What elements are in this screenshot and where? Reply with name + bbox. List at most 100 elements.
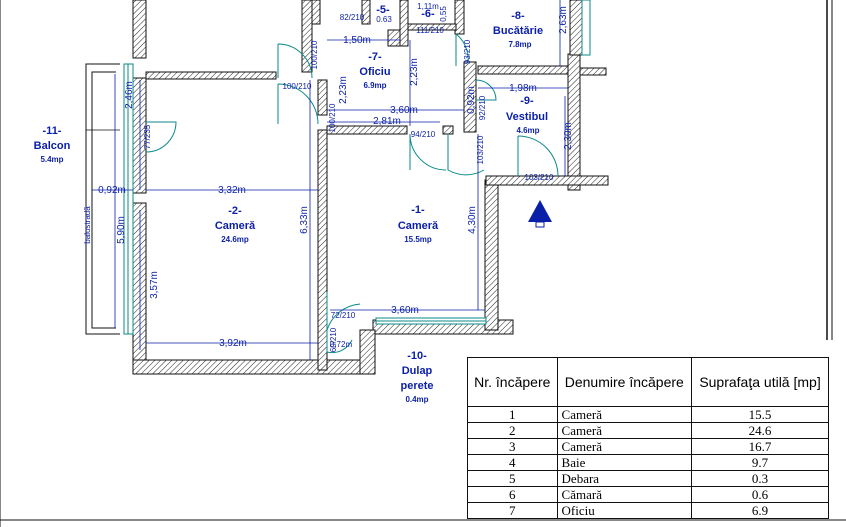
legend-name: Cameră [556,422,693,439]
dim-label: 2,23m [338,76,349,104]
room-11-area: 5.4mp [40,155,63,164]
room-10-name2: perete [400,380,433,392]
room-10-area: 0.4mp [405,395,428,404]
room-5-num: -5- [376,4,390,16]
dim-label: 2,63m [558,6,569,34]
dimension-labels: 1,50m 2,23m 2,23m 3,60m 2,81m 1,98m 2,30… [83,2,574,349]
room-10-name1: Dulap [402,365,433,377]
door-label: 92/210 [478,95,487,120]
room-11-name: Balcon [34,140,71,152]
door-label: 100/210 [310,40,319,69]
door-label: 93/210 [463,39,472,64]
dim-label: 2,81m [373,116,401,127]
dim-label: 0,72m [330,340,353,349]
legend-nr: 1 [467,406,558,423]
legend-area: 6.9 [691,502,829,519]
room-labels: -1- Cameră 15.5mp -2- Cameră 24.6mp -5- … [34,4,548,404]
legend-name: Baie [556,454,693,471]
legend-area: 0.6 [691,486,829,503]
door-label: 72/210 [331,311,356,320]
room-8-num: -8- [511,10,525,22]
legend-name: Debara [556,470,693,487]
windows [375,0,591,325]
dimension-lines [92,0,568,360]
legend-name: Oficiu [556,502,693,519]
room-2-num: -2- [228,205,242,217]
room-7-area: 6.9mp [363,81,386,90]
legend-area: 9.7 [691,454,829,471]
dim-label: 2,46m [124,81,135,109]
room-10-num: -10- [407,350,427,362]
room-legend-table: Nr. încăpere Denumire încăpere Suprafaţa… [467,357,829,519]
room-1-num: -1- [411,204,425,216]
door-label: 77/235 [143,124,152,149]
room-6-num: -6- [421,8,435,20]
room-2-name: Cameră [215,220,256,232]
legend-area: 15.5 [691,406,829,423]
legend-name: Cameră [556,406,693,423]
room-5-area: 0.63 [376,15,392,24]
dim-label: 2,23m [409,58,420,86]
room-7-num: -7- [368,51,382,63]
legend-nr: 3 [467,438,558,455]
room-8-name: Bucătărie [493,25,543,37]
dim-label: 0,92m [98,185,126,196]
doors [145,33,559,354]
room-9-name: Vestibul [506,111,548,123]
legend-header-area: Suprafaţa utilă [mp] [691,357,829,407]
door-label: 111/210 [416,26,444,35]
dim-label: 0,92m [466,86,477,114]
dim-label: 5,90m [116,216,127,244]
legend-name: Cămară [556,486,693,503]
door-label: 103/210 [525,173,554,182]
dim-label: 3,60m [391,305,419,316]
balcony [85,63,134,335]
dim-label: 3,92m [219,338,247,349]
door-label: 103/210 [476,135,485,164]
legend-area: 16.7 [691,438,829,455]
legend-header-name: Denumire încăpere [556,357,693,407]
legend-nr: 4 [467,454,558,471]
balustrade-label: balustradă [83,206,92,244]
room-7-name: Oficiu [359,66,390,78]
dim-label: 1,11m [417,2,439,11]
dim-label: 1,98m [509,83,537,94]
dim-label: 4,30m [467,206,478,234]
entrance-arrow-icon [528,200,552,228]
legend-area: 0.3 [691,470,829,487]
room-9-num: -9- [520,95,534,107]
dim-label: 3,57m [149,271,160,299]
door-label: 82/210 [340,13,365,22]
legend-area: 24.6 [691,422,829,439]
dim-label: 3,32m [218,185,246,196]
legend-nr: 5 [467,470,558,487]
room-11-num: -11- [43,125,62,137]
legend-nr: 7 [467,502,558,519]
dim-label: 2,30m [563,122,574,150]
dim-label: 1,50m [343,35,371,46]
door-label: 100/210 [283,82,312,91]
room-2-area: 24.6mp [221,235,249,244]
door-label: 100/210 [328,103,337,132]
legend-nr: 6 [467,486,558,503]
legend-header-nr: Nr. încăpere [467,357,558,407]
dim-label: 0,55 [439,6,448,22]
dim-label: 3,60m [390,105,418,116]
legend-nr: 2 [467,422,558,439]
dim-label: 6,33m [299,206,310,234]
room-1-name: Cameră [398,220,439,232]
door-labels: 82/210 100/210 100/210 111/210 93/210 10… [143,13,554,352]
legend-name: Cameră [556,438,693,455]
door-label: 60/210 [329,327,338,352]
room-8-area: 7.8mp [508,40,531,49]
room-9-area: 4.6mp [516,126,539,135]
